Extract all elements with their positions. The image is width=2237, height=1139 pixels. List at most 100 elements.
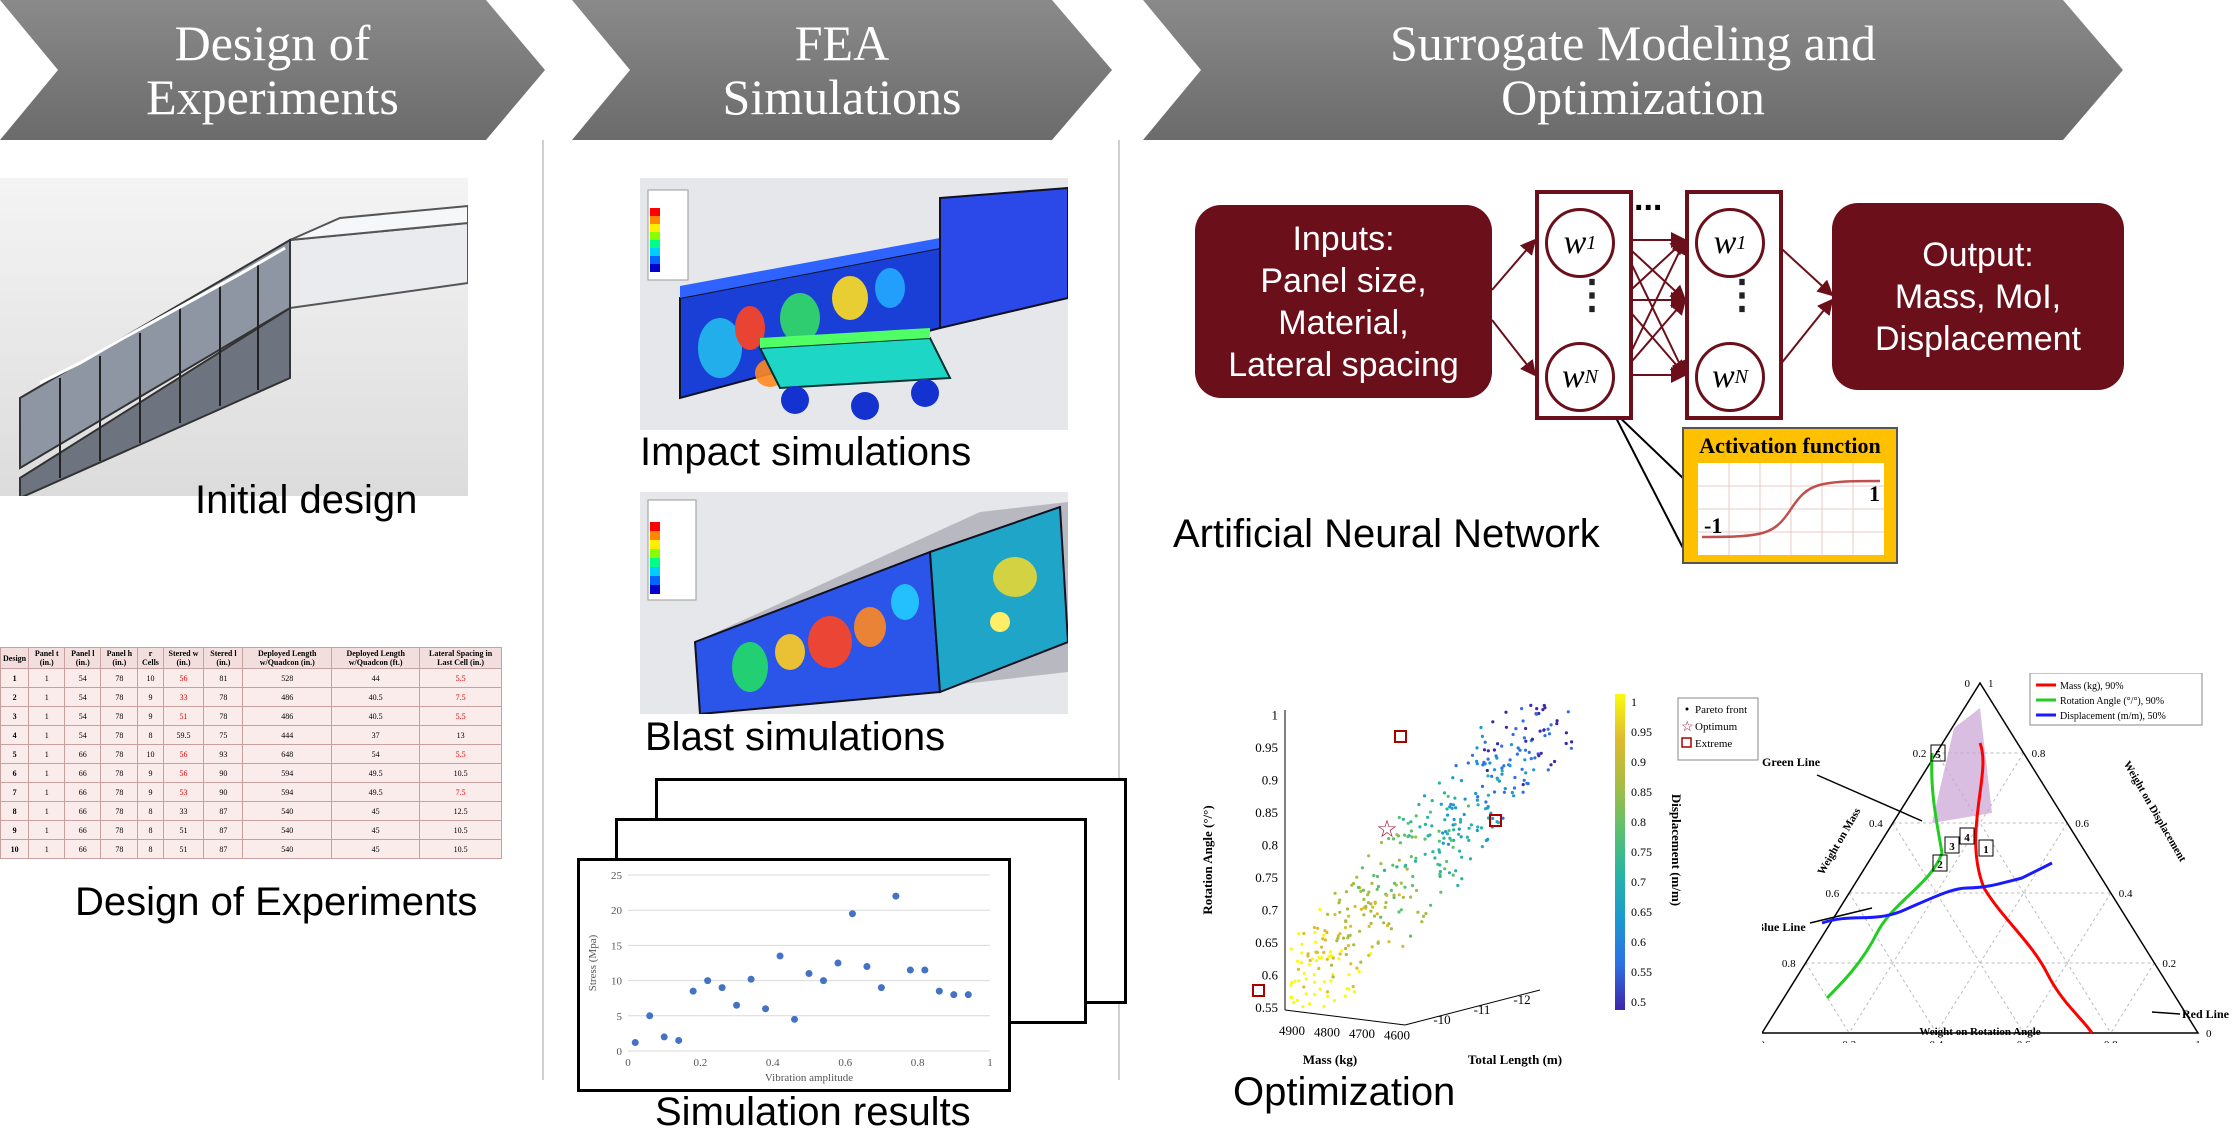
- pareto-point: [1364, 904, 1368, 908]
- y-tick-label: 20: [611, 905, 623, 917]
- neuron-subscript: 1: [1736, 231, 1747, 254]
- table-cell: 37: [331, 725, 421, 745]
- table-cell: 66: [64, 782, 102, 802]
- data-point: [819, 977, 827, 985]
- pareto-point: [1349, 924, 1353, 928]
- pareto-point: [1345, 987, 1349, 991]
- pareto-point: [1457, 827, 1461, 831]
- table-cell: 53: [162, 782, 205, 802]
- table-cell: 8: [137, 820, 164, 840]
- pareto-point: [1502, 764, 1506, 768]
- pareto-point: [1520, 767, 1524, 771]
- data-point: [950, 991, 958, 999]
- pareto-point: [1337, 901, 1341, 905]
- optimum-marker: ☆: [1376, 817, 1398, 843]
- pareto-point: [1442, 836, 1446, 840]
- doe-table-header-row: Design Panel t (in.) Panel l (in.) Panel…: [0, 647, 502, 669]
- pareto-point: [1539, 751, 1543, 755]
- pareto-point: [1328, 950, 1332, 954]
- table-cell: 1: [28, 725, 66, 745]
- pareto-point: [1315, 950, 1319, 954]
- right-tick-label: 0.8: [2032, 748, 2046, 760]
- right-tick-label: 0.2: [2162, 958, 2176, 970]
- pareto-point: [1325, 930, 1329, 935]
- pareto-point: [1450, 806, 1454, 810]
- region-label: 4: [1964, 832, 1970, 844]
- y-tick-label: 0.85: [1255, 805, 1278, 820]
- region-box: [1930, 744, 1946, 762]
- table-cell: 648: [242, 744, 333, 764]
- doe-header-cell: Design: [0, 647, 30, 669]
- pareto-point: [1437, 829, 1441, 833]
- pareto-point: [1333, 912, 1337, 917]
- table-cell: 78: [100, 839, 139, 859]
- pareto-point: [1521, 783, 1525, 787]
- pareto-point: [1452, 838, 1456, 842]
- pareto-point: [1349, 962, 1353, 966]
- pareto-point: [1451, 803, 1455, 807]
- pareto-point: [1484, 838, 1488, 843]
- pareto-point: [1404, 863, 1408, 867]
- data-point: [935, 987, 943, 995]
- pareto-point: [1333, 891, 1337, 895]
- region-label: 2: [1937, 859, 1943, 871]
- data-point: [733, 1001, 741, 1009]
- pareto-point: [1375, 874, 1380, 879]
- pareto-point: [1360, 866, 1364, 870]
- pareto-point: [1409, 934, 1413, 938]
- pareto-point: [1454, 764, 1458, 768]
- table-cell: 66: [64, 820, 102, 840]
- pareto-point: [1355, 966, 1359, 970]
- pareto-point: [1482, 760, 1486, 764]
- extreme-marker: [1394, 730, 1407, 743]
- z-tick-label: -11: [1474, 1002, 1491, 1017]
- table-cell: 49.5: [331, 782, 421, 802]
- pareto-point: [1369, 909, 1373, 913]
- pareto-point: [1293, 979, 1297, 983]
- pareto-point: [1403, 885, 1407, 889]
- table-cell: 1: [28, 668, 66, 688]
- pareto-point: [1338, 910, 1342, 914]
- grid-line: [1892, 822, 2025, 1034]
- pareto-point: [1375, 887, 1379, 891]
- pareto-point: [1508, 764, 1512, 768]
- stage-chevron-doe: Design of Experiments: [0, 0, 545, 140]
- pareto-point: [1431, 850, 1435, 854]
- pareto-point: [1347, 914, 1351, 918]
- neuron-symbol: w: [1563, 224, 1587, 261]
- pareto-point: [1423, 852, 1427, 856]
- pareto-point: [1474, 791, 1478, 796]
- pareto-point: [1429, 903, 1433, 907]
- pareto-point: [1366, 901, 1370, 905]
- pareto-point: [1317, 966, 1321, 971]
- sigmoid-curve-icon: [1698, 463, 1884, 555]
- data-point: [805, 970, 813, 978]
- cad-structure-image: [0, 178, 469, 500]
- colorbar-label: Displacement (m/m): [1669, 794, 1684, 906]
- grid-line: [1848, 752, 2025, 1034]
- pareto-point: [1406, 835, 1410, 839]
- bottom-axis-label: Weight on Rotation Angle: [1919, 1026, 2040, 1038]
- activation-function-title: Activation function: [1699, 433, 1881, 458]
- pareto-point: [1468, 857, 1473, 861]
- pareto-point: [1338, 932, 1342, 936]
- data-point: [848, 910, 856, 918]
- pareto-point: [1344, 920, 1348, 924]
- colorbar-tick-label: 0.75: [1631, 845, 1652, 859]
- pareto-point: [1336, 934, 1340, 938]
- pareto-point: [1346, 944, 1351, 948]
- pareto-point: [1522, 778, 1526, 782]
- pareto-point: [1538, 729, 1542, 733]
- ann-output-node: Output: Mass, MoI, Displacement: [1832, 203, 2124, 390]
- annotation-arrow: [1809, 907, 1873, 924]
- pareto-point: [1322, 950, 1326, 955]
- pareto-point: [1358, 929, 1362, 933]
- pareto-point: [1443, 867, 1447, 871]
- pareto-point: [1496, 742, 1500, 746]
- table-cell: 2: [0, 687, 30, 707]
- pareto-point: [1486, 774, 1490, 778]
- annotation-label: Red Line: [2182, 1007, 2230, 1021]
